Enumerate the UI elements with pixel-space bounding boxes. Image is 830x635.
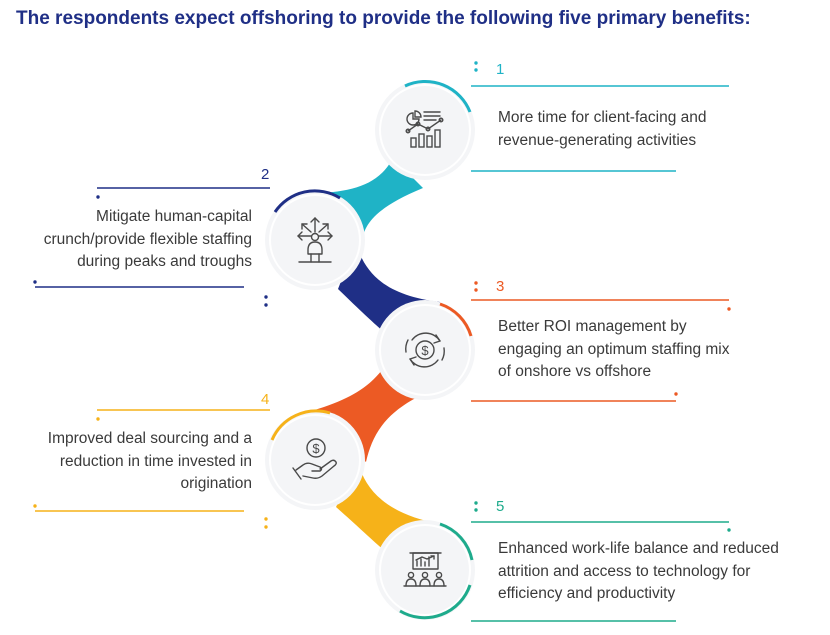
callout-5	[471, 501, 731, 622]
callout-1	[471, 61, 729, 172]
benefit-text-2-line-1: Mitigate human-capital	[96, 208, 252, 225]
benefit-text-1: More time for client-facing and revenue-…	[498, 107, 706, 152]
benefit-text-2-line-3: during peaks and troughs	[77, 253, 252, 270]
benefit-circle-3	[375, 300, 475, 400]
benefit-text-2-line-2: crunch/provide flexible staffing	[43, 230, 252, 248]
benefit-text-5-line-1: Enhanced work-life balance and reduced	[498, 540, 779, 557]
benefit-text-5-line-3: efficiency and productivity	[498, 585, 676, 602]
benefit-text-4: Improved deal sourcing and a reduction i…	[48, 428, 252, 496]
benefit-text-5: Enhanced work-life balance and reduced a…	[498, 538, 779, 606]
benefit-number-5: 5	[496, 498, 505, 515]
hand-coin-icon: $	[292, 438, 337, 480]
callout-3	[471, 281, 731, 402]
benefit-text-4-line-2: reduction in time invested in	[59, 452, 252, 470]
benefit-number-1: 1	[496, 61, 505, 78]
benefit-text-1-line-2: revenue-generating activities	[498, 131, 697, 149]
benefit-text-4-line-1: Improved deal sourcing and a	[47, 430, 252, 447]
benefit-number-4: 4	[261, 391, 270, 408]
benefit-text-3-line-1: Better ROI management by	[498, 318, 687, 335]
benefit-number-3: 3	[496, 278, 505, 295]
analytics-chart-icon	[405, 110, 444, 148]
benefit-circle-1	[375, 80, 475, 180]
person-directions-icon	[297, 217, 333, 263]
benefit-text-3: Better ROI management by engaging an opt…	[498, 316, 730, 384]
benefit-text-3-line-2: engaging an optimum staffing mix	[498, 340, 730, 358]
benefit-text-5-line-2: attrition and access to technology for	[498, 562, 751, 580]
benefit-text-3-line-3: of onshore vs offshore	[498, 363, 652, 380]
benefit-text-2: Mitigate human-capital crunch/provide fl…	[44, 206, 252, 274]
svg-text:$: $	[421, 343, 429, 358]
team-presentation-icon	[403, 552, 447, 587]
benefit-text-4-line-3: origination	[180, 475, 252, 492]
callout-2	[33, 187, 270, 307]
dollar-cycle-icon: $	[405, 332, 445, 368]
benefit-circle-4	[265, 409, 365, 510]
benefit-text-1-line-1: More time for client-facing and	[498, 109, 707, 126]
connector-1-2	[308, 158, 423, 243]
page-title: The respondents expect offshoring to pro…	[16, 8, 751, 29]
benefit-number-2: 2	[261, 166, 270, 183]
callout-4	[33, 409, 270, 529]
benefit-circle-5	[375, 520, 475, 620]
svg-text:$: $	[312, 441, 320, 456]
